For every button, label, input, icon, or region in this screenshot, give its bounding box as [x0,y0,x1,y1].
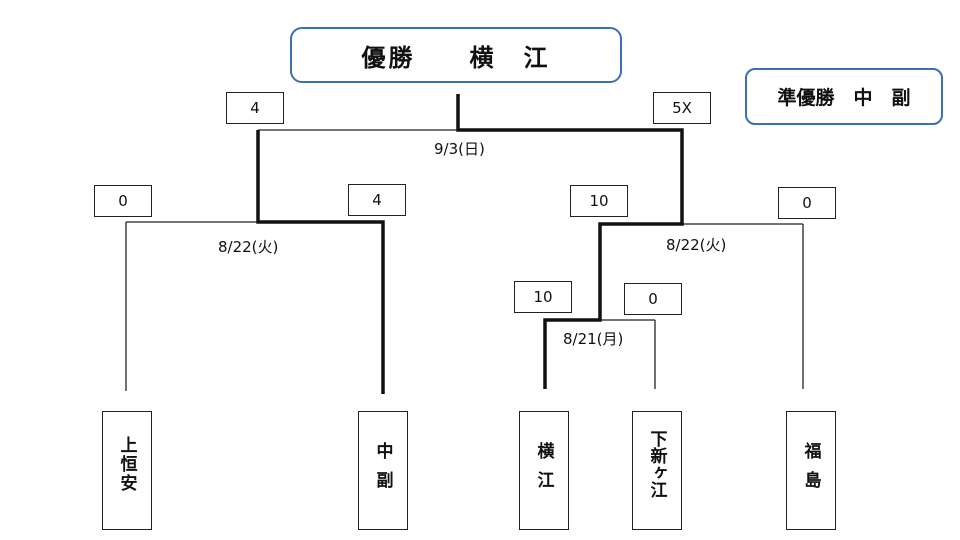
r1-date: 8/21(月) [561,330,626,348]
team-yokoe-name: 横江 [533,442,554,500]
champion-title-box: 優勝 横 江 [290,27,622,83]
semi-left-date: 8/22(火) [216,238,281,256]
semi-right-date: 8/22(火) [664,236,729,254]
semi-left-score-left-value: 0 [118,192,128,210]
final-score-right-value: 5X [672,99,692,117]
team-fukushima-name: 福島 [800,442,821,500]
semi-left-score-right-value: 4 [372,191,382,209]
team-shimoshinkae: 下新ヶ江 [632,411,682,530]
team-fukushima: 福島 [786,411,836,530]
team-nakazoe: 中副 [358,411,408,530]
team-yokoe: 横江 [519,411,569,530]
r1-score-right: 0 [624,283,682,315]
winner-path-left [256,130,385,394]
semi-right-score-right-value: 0 [802,194,812,212]
final-score-left-value: 4 [250,99,260,117]
final-date: 9/3(日) [432,140,487,158]
semi-left-score-right: 4 [348,184,406,216]
semi-right-score-left-value: 10 [589,192,609,210]
semi-right-score-right: 0 [778,187,836,219]
runner-up-box: 準優勝 中 副 [745,68,943,125]
r1-score-left-value: 10 [533,288,553,306]
team-shimoshinkae-name: 下新ヶ江 [646,430,667,498]
semi-right-score-left: 10 [570,185,628,217]
champion-title: 優勝 横 江 [361,43,551,72]
final-score-right: 5X [653,92,711,124]
team-kamitsuneyasu-name: 上恒安 [116,436,137,493]
team-kamitsuneyasu: 上恒安 [102,411,152,530]
semi-left-score-left: 0 [94,185,152,217]
team-nakazoe-name: 中副 [372,442,393,500]
final-score-left: 4 [226,92,284,124]
runner-up-title: 準優勝 中 副 [777,87,911,109]
r1-score-right-value: 0 [648,290,658,308]
winner-path-right [456,94,684,389]
r1-score-left: 10 [514,281,572,313]
